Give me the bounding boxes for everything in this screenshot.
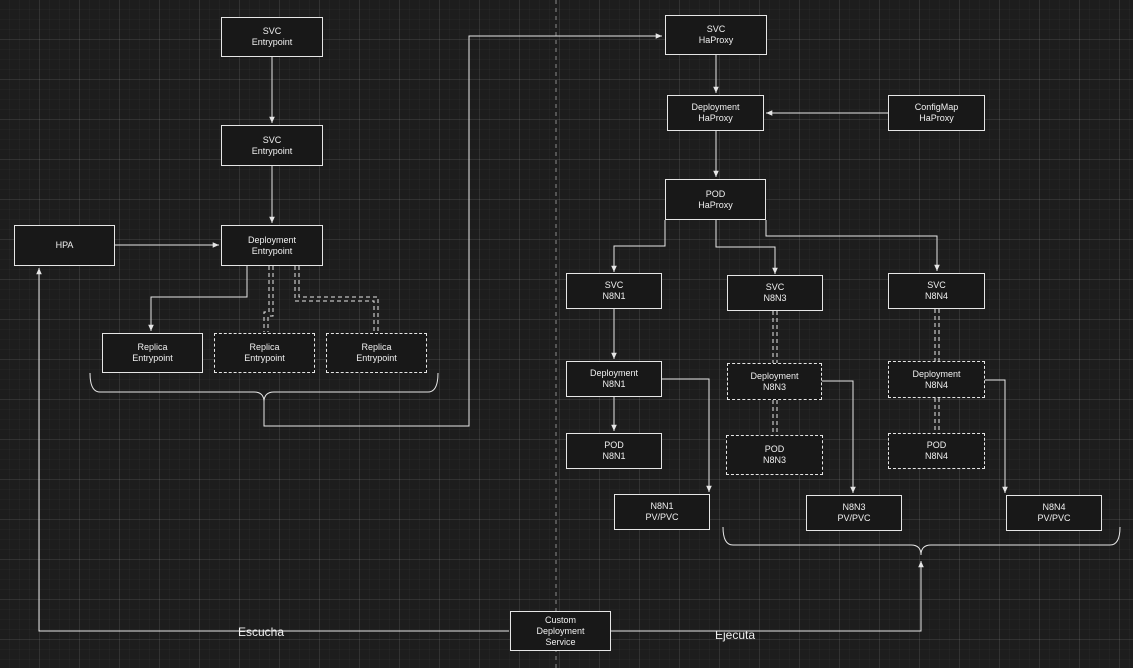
node-sublabel: N8N1: [602, 379, 626, 389]
node-label: Replica: [361, 342, 392, 352]
node-label: SVC: [262, 26, 282, 36]
node-label: Custom: [544, 614, 576, 625]
svc-n8n4[interactable]: SVC N8N4: [888, 273, 985, 309]
node-label: SVC: [706, 24, 726, 34]
pod-n8n4[interactable]: POD N8N4: [888, 433, 985, 469]
pod-n8n1[interactable]: POD N8N1: [566, 433, 662, 469]
node-sublabel: PV/PVC: [1037, 513, 1071, 523]
node-label: Replica: [137, 342, 168, 352]
svc-n8n1[interactable]: SVC N8N1: [566, 273, 662, 309]
node-sublabel: HaProxy: [698, 35, 734, 45]
node-label: Deployment: [912, 368, 961, 379]
node-sublabel: PV/PVC: [837, 513, 871, 523]
svc-entrypoint-top[interactable]: SVC Entrypoint: [221, 17, 323, 57]
node-sublabel: HaProxy: [698, 199, 733, 210]
node-label: SVC: [765, 282, 785, 292]
node-sublabel: Entrypoint: [244, 353, 285, 363]
node-sublabel: Deployment: [536, 625, 585, 636]
pv-n8n1[interactable]: N8N1 PV/PVC: [614, 494, 710, 530]
replica-entrypoint-3[interactable]: Replica Entrypoint: [326, 333, 427, 373]
node-sublabel: N8N3: [762, 381, 786, 392]
node-sublabel: Entrypoint: [251, 145, 293, 156]
edge-deployment-to-replica-2-b: [267, 266, 274, 332]
deployment-n8n1[interactable]: Deployment N8N1: [566, 361, 662, 397]
edge-custom-service-to-hpa: [36, 268, 509, 632]
svc-haproxy[interactable]: SVC HaProxy: [665, 15, 767, 55]
edge-deployment-to-replica-3-b: [298, 266, 379, 332]
node-sublabel: N8N3: [763, 293, 787, 303]
pod-n8n3[interactable]: POD N8N3: [726, 435, 823, 475]
node-label: Deployment: [750, 370, 799, 381]
node-label: POD: [705, 188, 726, 199]
node-label: POD: [764, 444, 785, 454]
edge-pod-to-svc-n8n3: [715, 220, 778, 274]
edge-deployment-to-replica-2: [263, 266, 270, 332]
edge-deployment-n8n1-to-pv: [661, 378, 712, 492]
brace-n8n: [722, 526, 1121, 556]
node-sublabel: Entrypoint: [132, 353, 173, 363]
edge-pod-to-svc-n8n4: [765, 220, 940, 271]
node-label: Deployment: [691, 102, 740, 112]
node-sublabel: N8N1: [602, 451, 626, 461]
node-label: SVC: [604, 280, 624, 290]
replica-entrypoint-1[interactable]: Replica Entrypoint: [102, 333, 203, 373]
edge-replicas-to-haproxy: [263, 33, 662, 427]
edge-deployment-to-replica-1: [148, 266, 248, 331]
node-sublabel: PV/PVC: [645, 512, 679, 522]
node-label: HPA: [55, 240, 74, 250]
deployment-n8n4[interactable]: Deployment N8N4: [888, 361, 985, 398]
custom-deployment-service[interactable]: Custom Deployment Service: [510, 611, 611, 651]
node-label: N8N3: [842, 502, 866, 512]
node-sublabel: Entrypoint: [251, 37, 293, 47]
node-label: N8N4: [1042, 502, 1066, 512]
brace-replicas: [89, 372, 439, 403]
node-label: Replica: [249, 342, 280, 352]
node-label: SVC: [262, 134, 282, 145]
edge-label-escucha: Escucha: [238, 625, 285, 639]
node-sublabel: N8N3: [762, 455, 786, 465]
edge-pod-to-svc-n8n1: [611, 220, 666, 272]
node-sublabel: N8N4: [924, 291, 948, 301]
node-sublabel: HaProxy: [919, 113, 954, 123]
edge-label-ejecuta: Ejecuta: [715, 628, 756, 642]
edge-deployment-to-replica-3: [294, 266, 375, 332]
node-label: SVC: [927, 280, 946, 290]
node-sublabel: HaProxy: [698, 113, 733, 123]
hpa-node[interactable]: HPA: [14, 225, 115, 266]
svc-n8n3[interactable]: SVC N8N3: [727, 275, 823, 311]
edge-custom-service-to-n8n: [611, 561, 924, 632]
node-label: Deployment: [247, 234, 297, 245]
replica-entrypoint-2[interactable]: Replica Entrypoint: [214, 333, 315, 373]
node-sublabel: N8N4: [924, 451, 948, 461]
node-sublabel: Entrypoint: [356, 353, 397, 363]
node-label: POD: [604, 440, 624, 450]
pv-n8n4[interactable]: N8N4 PV/PVC: [1006, 495, 1102, 531]
pod-haproxy[interactable]: POD HaProxy: [665, 179, 766, 220]
pv-n8n3[interactable]: N8N3 PV/PVC: [806, 495, 902, 531]
node-label: POD: [926, 440, 947, 450]
node-sublabel: N8N1: [602, 291, 626, 301]
node-label: Deployment: [589, 368, 639, 378]
deployment-haproxy[interactable]: Deployment HaProxy: [667, 95, 764, 131]
node-label: ConfigMap: [914, 102, 959, 112]
configmap-haproxy[interactable]: ConfigMap HaProxy: [888, 95, 985, 131]
edge-deployment-n8n3-to-pv: [821, 380, 856, 493]
svc-entrypoint-mid[interactable]: SVC Entrypoint: [221, 125, 323, 166]
deployment-n8n3[interactable]: Deployment N8N3: [727, 363, 822, 400]
node-sublabel: N8N4: [924, 379, 948, 390]
deployment-entrypoint[interactable]: Deployment Entrypoint: [221, 225, 323, 266]
node-sublabel: Entrypoint: [251, 245, 293, 256]
node-sublabel-2: Service: [545, 636, 576, 647]
node-label: N8N1: [650, 501, 674, 511]
edge-deployment-n8n4-to-pv: [985, 379, 1008, 493]
